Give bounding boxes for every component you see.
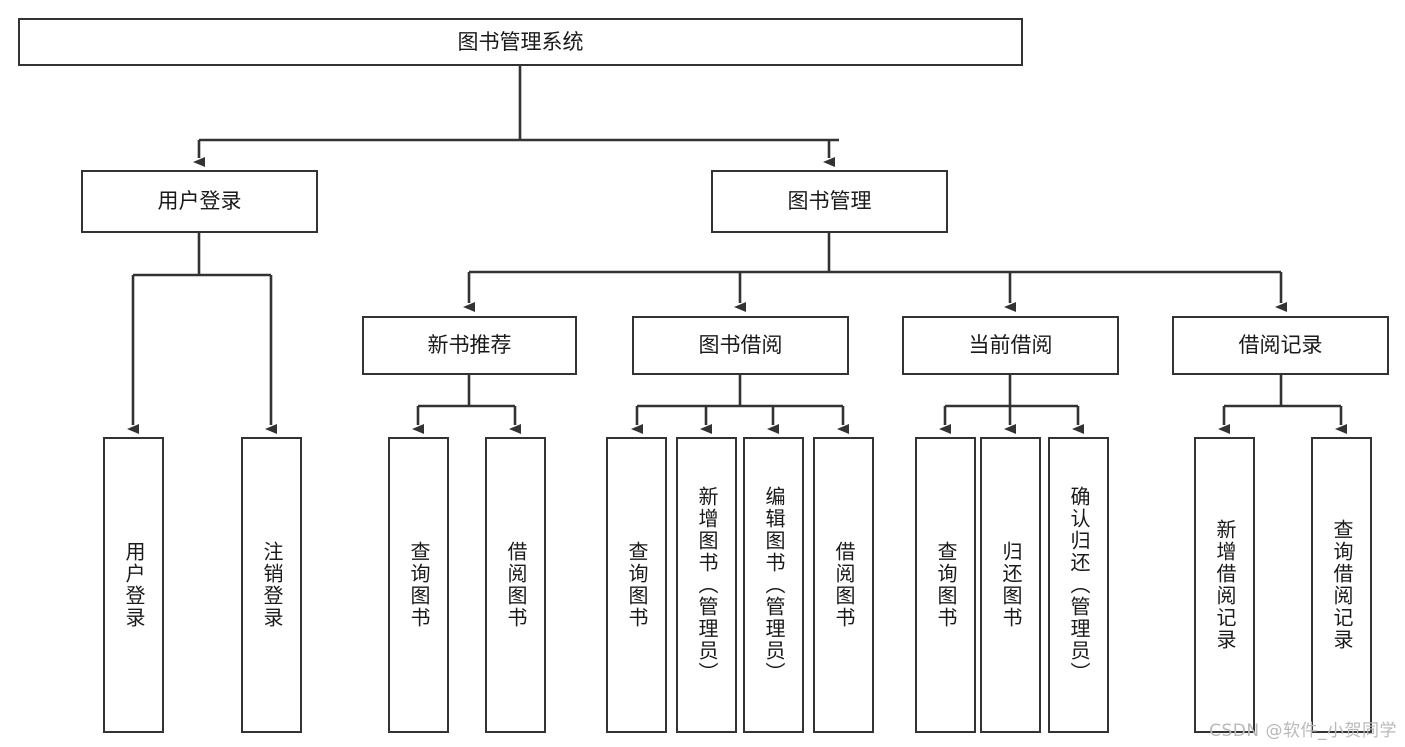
node-user-login-label: 用户登录 <box>157 189 242 214</box>
node-leaf-add-book-label: 新增图书（管理员） <box>695 486 719 684</box>
node-leaf-add-book[interactable]: 新增图书（管理员） <box>676 437 737 733</box>
node-leaf-borrow-book-2-label: 借阅图书 <box>832 541 856 629</box>
node-leaf-edit-book-label: 编辑图书（管理员） <box>762 486 786 684</box>
node-borrow-record-label: 借阅记录 <box>1238 333 1323 358</box>
node-new-book-recommend[interactable]: 新书推荐 <box>362 316 577 375</box>
node-root-label: 图书管理系统 <box>457 29 584 54</box>
node-leaf-query-book-3[interactable]: 查询图书 <box>915 437 976 733</box>
node-user-login[interactable]: 用户登录 <box>81 170 318 233</box>
node-leaf-return-book[interactable]: 归还图书 <box>980 437 1041 733</box>
node-book-manage[interactable]: 图书管理 <box>711 170 948 233</box>
node-leaf-borrow-book-2[interactable]: 借阅图书 <box>813 437 874 733</box>
node-leaf-query-book-1[interactable]: 查询图书 <box>388 437 449 733</box>
node-leaf-query-book-3-label: 查询图书 <box>934 541 958 629</box>
node-leaf-borrow-book-1[interactable]: 借阅图书 <box>485 437 546 733</box>
node-leaf-query-book-2[interactable]: 查询图书 <box>606 437 667 733</box>
node-leaf-user-login[interactable]: 用户登录 <box>103 437 164 733</box>
node-leaf-confirm-return[interactable]: 确认归还（管理员） <box>1048 437 1109 733</box>
node-current-borrow[interactable]: 当前借阅 <box>902 316 1119 375</box>
node-current-borrow-label: 当前借阅 <box>968 333 1053 358</box>
node-leaf-query-book-1-label: 查询图书 <box>407 541 431 629</box>
node-leaf-borrow-book-1-label: 借阅图书 <box>504 541 528 629</box>
node-new-book-recommend-label: 新书推荐 <box>427 333 512 358</box>
node-leaf-query-record[interactable]: 查询借阅记录 <box>1311 437 1372 733</box>
node-leaf-query-record-label: 查询借阅记录 <box>1330 519 1354 651</box>
node-borrow-record[interactable]: 借阅记录 <box>1172 316 1389 375</box>
node-leaf-confirm-return-label: 确认归还（管理员） <box>1067 486 1091 684</box>
node-book-borrow[interactable]: 图书借阅 <box>632 316 849 375</box>
node-book-manage-label: 图书管理 <box>787 189 872 214</box>
node-leaf-user-login-label: 用户登录 <box>122 541 146 629</box>
node-leaf-add-record-label: 新增借阅记录 <box>1213 519 1237 651</box>
node-leaf-query-book-2-label: 查询图书 <box>625 541 649 629</box>
node-leaf-add-record[interactable]: 新增借阅记录 <box>1194 437 1255 733</box>
node-book-borrow-label: 图书借阅 <box>698 333 783 358</box>
csdn-watermark: CSDN @软件_小贺同学 <box>1209 721 1397 741</box>
node-leaf-user-logout[interactable]: 注销登录 <box>241 437 302 733</box>
node-leaf-edit-book[interactable]: 编辑图书（管理员） <box>743 437 804 733</box>
node-leaf-user-logout-label: 注销登录 <box>260 541 284 629</box>
node-leaf-return-book-label: 归还图书 <box>999 541 1023 629</box>
node-root[interactable]: 图书管理系统 <box>18 18 1023 66</box>
